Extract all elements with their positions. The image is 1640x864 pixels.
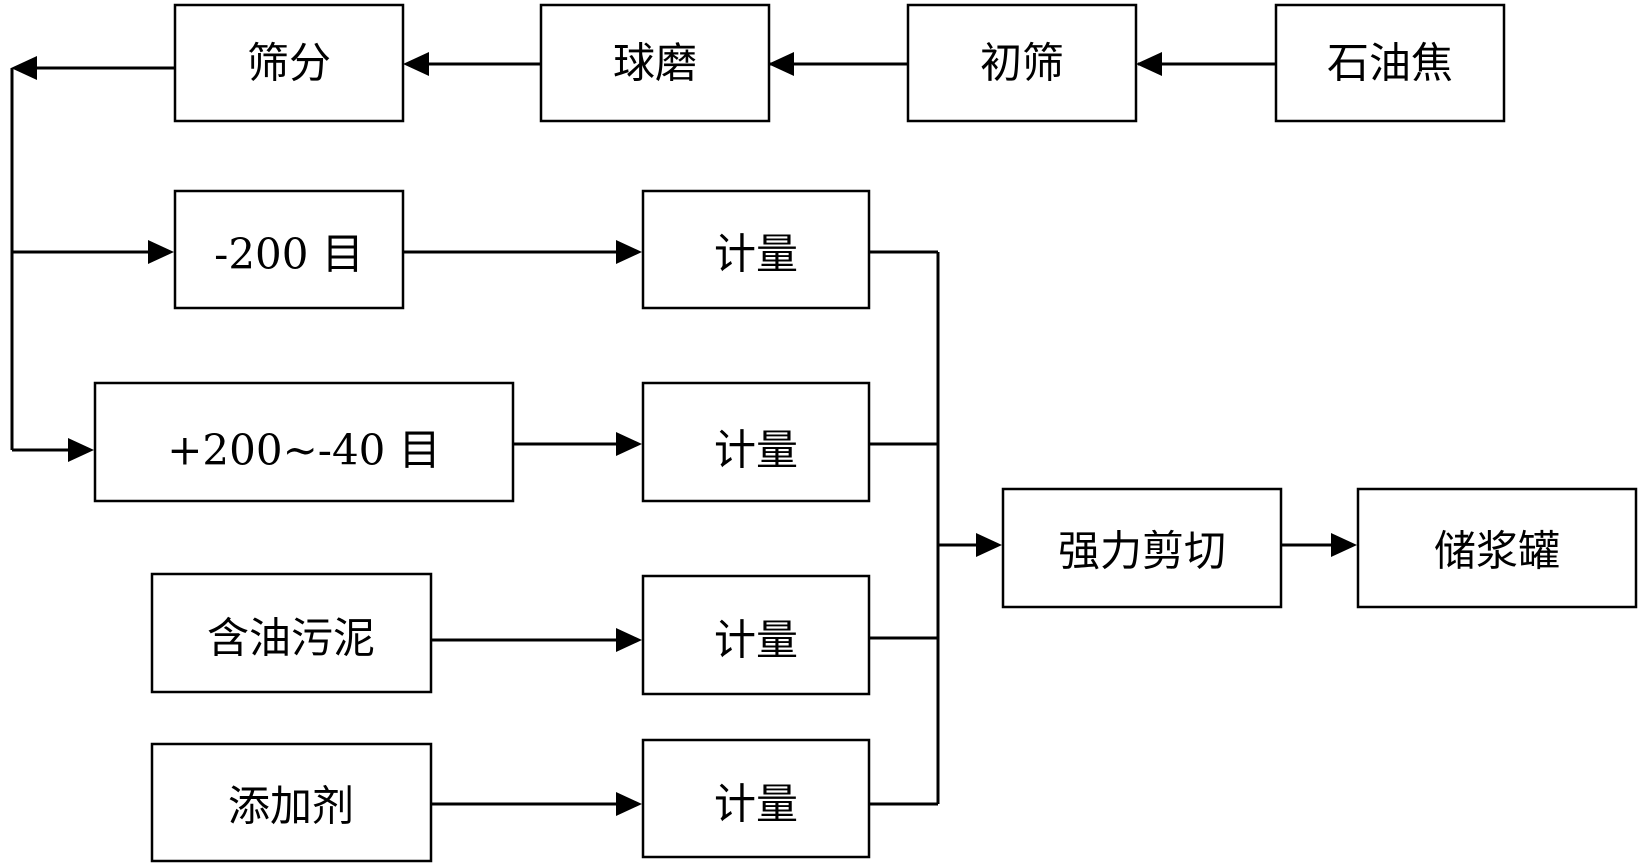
node-label: 含油污泥 xyxy=(207,614,375,663)
node-label: 计量 xyxy=(714,230,798,279)
node-label: 储浆罐 xyxy=(1434,527,1560,576)
node-metering-1: 计量 xyxy=(641,189,871,310)
node-metering-3: 计量 xyxy=(641,574,871,696)
arrowhead-minus200-to-metering xyxy=(616,240,642,264)
arrowhead-additive-to-metering xyxy=(616,792,642,816)
node-sieving: 筛分 xyxy=(173,3,405,123)
node-slurry-tank: 储浆罐 xyxy=(1356,487,1638,609)
arrowhead-primary-screen-to-ball-mill xyxy=(768,52,794,76)
node-label: -200 目 xyxy=(214,230,364,279)
node-label: 球磨 xyxy=(613,39,697,88)
arrowhead-sieving-out xyxy=(11,56,37,80)
node-label: 筛分 xyxy=(247,39,331,88)
node-label: 计量 xyxy=(714,616,798,665)
node-label: 计量 xyxy=(714,780,798,829)
node-minus-200-mesh: -200 目 xyxy=(173,189,405,310)
arrowhead-plus200-to-metering xyxy=(616,432,642,456)
connectors xyxy=(10,52,1357,816)
node-oily-sludge: 含油污泥 xyxy=(150,572,433,694)
arrowhead-bus-to-plus200 xyxy=(68,438,94,462)
node-label: +200~-40 目 xyxy=(167,426,441,475)
node-primary-screen: 初筛 xyxy=(906,3,1138,123)
node-label: 计量 xyxy=(714,426,798,475)
arrowhead-ball-mill-to-sieving xyxy=(403,52,429,76)
node-metering-2: 计量 xyxy=(641,381,871,503)
node-plus200-minus40-mesh: +200~-40 目 xyxy=(93,381,515,503)
arrowhead-collector-to-shear xyxy=(976,533,1002,557)
node-label: 初筛 xyxy=(980,39,1064,88)
node-label: 石油焦 xyxy=(1327,39,1453,88)
arrowhead-shear-to-tank xyxy=(1331,533,1357,557)
node-metering-4: 计量 xyxy=(641,738,871,859)
node-label: 添加剂 xyxy=(228,782,354,831)
arrowhead-bus-to-minus200 xyxy=(148,240,174,264)
node-label: 强力剪切 xyxy=(1058,527,1226,576)
node-high-shear: 强力剪切 xyxy=(1001,487,1283,609)
node-ball-mill: 球磨 xyxy=(539,3,771,123)
arrowhead-sludge-to-metering xyxy=(616,628,642,652)
arrowhead-coke-to-primary-screen xyxy=(1136,52,1162,76)
node-petroleum-coke: 石油焦 xyxy=(1274,3,1506,123)
node-additive: 添加剂 xyxy=(150,742,433,863)
